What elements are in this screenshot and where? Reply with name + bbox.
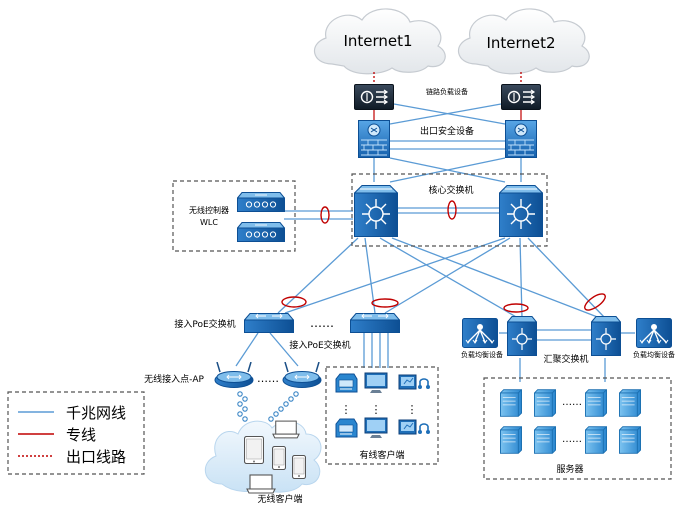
vdots-2: ⋮ (371, 403, 382, 416)
ip-phone-icon-2 (335, 418, 358, 438)
link-load-balancer-right (501, 84, 541, 110)
ip-phone-icon-1 (335, 373, 358, 393)
ap-right (282, 362, 322, 388)
load-balancer-right-label: 负载均衡设备 (633, 350, 675, 359)
link-load-balancer-left (354, 84, 394, 110)
desktop-icon-1 (364, 372, 388, 394)
firewall-right (505, 120, 537, 158)
switch-ellipsis: …… (310, 316, 334, 330)
legend-egress-label: 出口线路 (66, 448, 126, 466)
server-ellipsis-2: …… (562, 434, 582, 445)
server-ellipsis-1: …… (562, 397, 582, 408)
wlc-box (172, 180, 296, 252)
server-icon (534, 426, 556, 454)
access-poe-switch-1-label: 接入PoE交换机 (174, 318, 235, 330)
ap-left (214, 362, 254, 388)
vdots-3: ⋮ (407, 403, 418, 416)
dedicated-lines-top (373, 110, 522, 120)
egress-lines (373, 72, 522, 84)
access-poe-switch-2-label: 接入PoE交换机 (289, 339, 350, 351)
core-box (351, 173, 548, 247)
firewall-left (358, 120, 390, 158)
server-icon (534, 389, 556, 417)
smartphone-icon-2 (292, 455, 306, 479)
legend-box (7, 391, 145, 475)
wlc-device-1 (237, 192, 285, 212)
internet2-label: Internet2 (486, 34, 555, 52)
egress-security-label: 出口安全设备 (420, 125, 474, 137)
legend-gigabit-label: 千兆网线 (66, 404, 126, 422)
ap-ellipsis: …… (257, 372, 279, 385)
ap-label: 无线接入点-AP (144, 373, 204, 385)
vdots-1: ⋮ (341, 403, 352, 416)
wired-clients-box (325, 366, 439, 465)
aggregation-switch-left (507, 316, 537, 356)
smartphone-icon-1 (272, 446, 286, 470)
servers-label: 服务器 (556, 463, 583, 475)
load-balancer-left-label: 负载均衡设备 (461, 350, 503, 359)
server-icon (619, 426, 641, 454)
laptop-icon-2 (246, 474, 276, 494)
wired-clients-label: 有线客户端 (359, 449, 404, 461)
aggregation-switch-label: 汇聚交换机 (543, 353, 588, 365)
load-balancer-left (462, 318, 498, 348)
core-switch-label: 核心交换机 (428, 184, 473, 196)
server-icon (500, 389, 522, 417)
wireless-clients-cloud (205, 420, 322, 494)
wlc-abbr-label: WLC (200, 218, 218, 227)
legend: 千兆网线 专线 出口线路 (18, 404, 126, 466)
internet1-cloud: Internet1 (314, 8, 446, 75)
laptop-icon (272, 420, 300, 439)
desktop-icon-2 (364, 417, 388, 439)
load-balancer-right (636, 318, 672, 348)
softphone-icon-1 (398, 374, 430, 390)
servers-box (483, 377, 672, 480)
wired-clients: ⋮ ⋮ ⋮ (335, 372, 430, 439)
tablet-icon (244, 436, 264, 464)
wlc-label: 无线控制器 (189, 205, 229, 215)
wifi-signals (237, 391, 299, 422)
legend-dedicated-label: 专线 (66, 426, 96, 444)
aggregation-switch-right (591, 316, 621, 356)
internet1-label: Internet1 (343, 32, 412, 50)
link-lb-label: 链路负载设备 (426, 87, 468, 96)
server-icon (585, 389, 607, 417)
access-poe-switch-1 (244, 313, 294, 333)
server-icon (500, 426, 522, 454)
wlc-device-2 (237, 222, 285, 242)
server-icon (585, 426, 607, 454)
core-switch-left (354, 184, 398, 238)
dedicated-markers (281, 200, 606, 313)
server-icon (619, 389, 641, 417)
servers: …… …… (500, 389, 641, 454)
group-boxes (7, 173, 672, 480)
wireless-clients-label: 无线客户端 (257, 493, 302, 505)
access-poe-switch-2 (350, 313, 400, 333)
core-switch-right (499, 184, 543, 238)
internet2-cloud: Internet2 (458, 8, 590, 75)
softphone-icon-2 (398, 419, 430, 435)
